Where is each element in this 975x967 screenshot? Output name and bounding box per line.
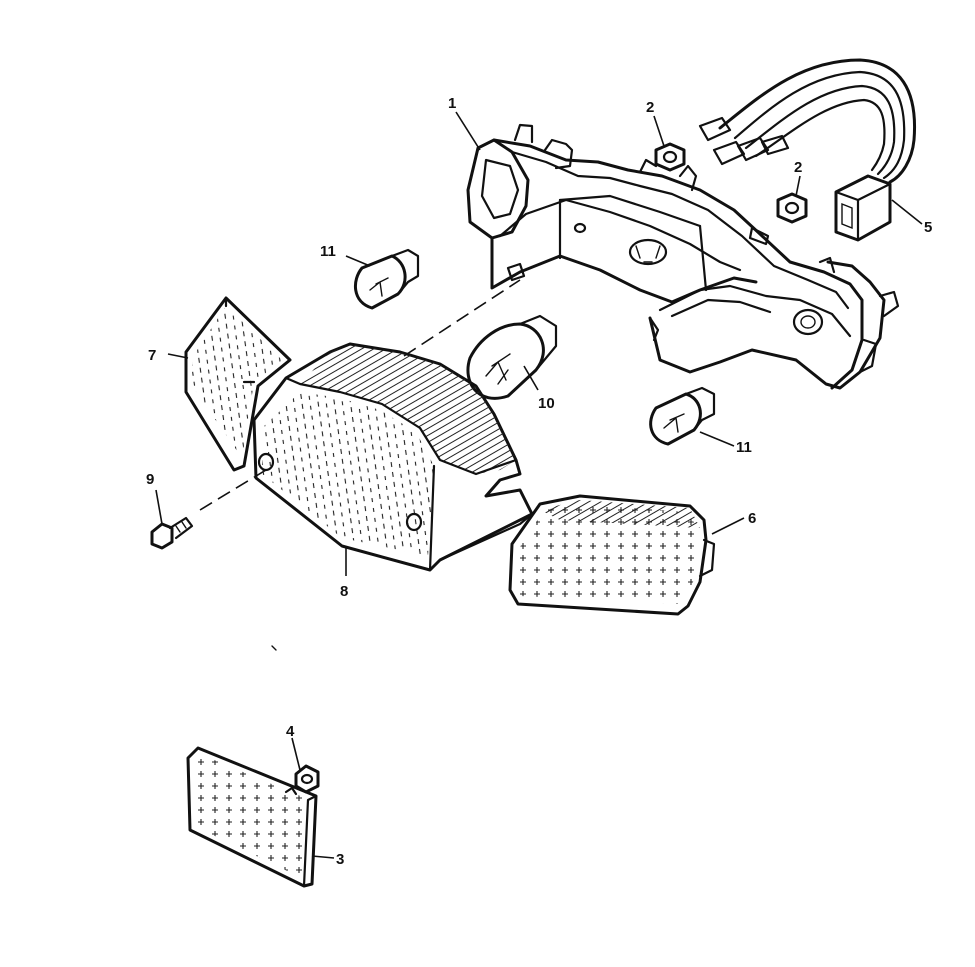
callout-6: 6 xyxy=(748,510,756,527)
callout-7: 7 xyxy=(148,347,156,364)
block-connector xyxy=(834,174,892,242)
turn-lens-right xyxy=(508,494,716,616)
screw xyxy=(150,516,194,550)
callout-9: 9 xyxy=(146,471,154,488)
callout-labels: 1 2 2 3 4 5 6 7 8 9 10 11 11 xyxy=(146,95,932,868)
lamp-housing xyxy=(466,123,900,390)
bulb-small-right xyxy=(649,386,716,446)
stray-mark xyxy=(271,645,277,651)
callout-4: 4 xyxy=(286,723,295,740)
nut-left xyxy=(654,142,686,172)
callout-11a: 11 xyxy=(320,243,336,260)
reflector-nut xyxy=(284,764,320,796)
callout-10: 10 xyxy=(538,395,555,412)
reflector xyxy=(186,746,318,888)
wiring-harness xyxy=(698,58,917,184)
turn-lens-left xyxy=(184,296,292,472)
callout-1: 1 xyxy=(448,95,456,112)
leader-lines xyxy=(155,111,923,859)
callout-2a: 2 xyxy=(646,99,654,116)
tail-lens xyxy=(252,342,534,572)
callout-8: 8 xyxy=(340,583,348,600)
callout-2b: 2 xyxy=(794,159,802,176)
callout-11b: 11 xyxy=(736,439,752,456)
bulb-large xyxy=(466,314,558,400)
nut-right xyxy=(776,192,808,224)
callout-5: 5 xyxy=(924,219,932,236)
callout-3: 3 xyxy=(336,851,344,868)
bulb-small-left xyxy=(353,248,420,310)
